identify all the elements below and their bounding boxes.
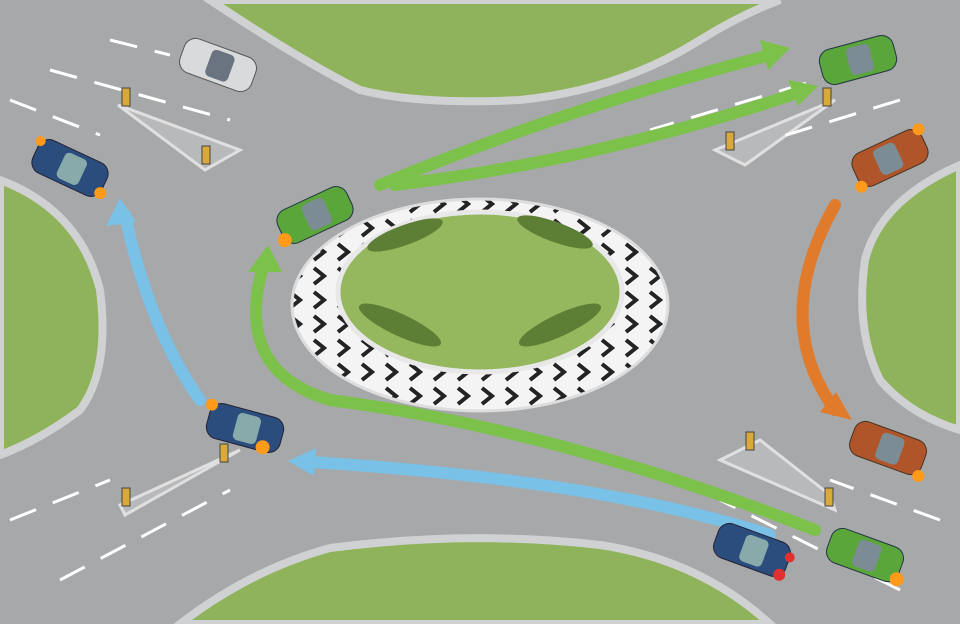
car-orange-icon: [849, 420, 927, 483]
lane-markings: [9, 38, 941, 592]
car-green-icon: [826, 527, 904, 587]
arrow-right-turn-orange: [796, 199, 841, 416]
arrow-straight-bottom: [304, 456, 776, 541]
arrow-right-turn-long: [249, 254, 821, 536]
car-green-icon: [276, 186, 354, 248]
car-blue-icon: [713, 522, 795, 581]
car-green-icon: [818, 34, 898, 86]
car-blue-icon: [205, 398, 285, 455]
bollard-icons: [121, 87, 834, 507]
car-silver-icon: [179, 37, 257, 93]
cars: [31, 34, 929, 587]
grass-right: [858, 160, 960, 435]
grass-left: [0, 175, 107, 460]
arrow-left-turn-lower: [389, 86, 806, 191]
grass-top: [202, 0, 782, 106]
arrow-straight-left: [119, 209, 206, 406]
splitter-island-bottom-left: [117, 448, 241, 518]
car-blue-icon: [31, 136, 109, 200]
car-orange-icon: [851, 123, 929, 193]
grass-bottom: [173, 534, 776, 624]
arrow-heads: [106, 40, 852, 476]
arrow-left-turn-upper: [374, 49, 776, 191]
flower-beds: [358, 215, 602, 347]
